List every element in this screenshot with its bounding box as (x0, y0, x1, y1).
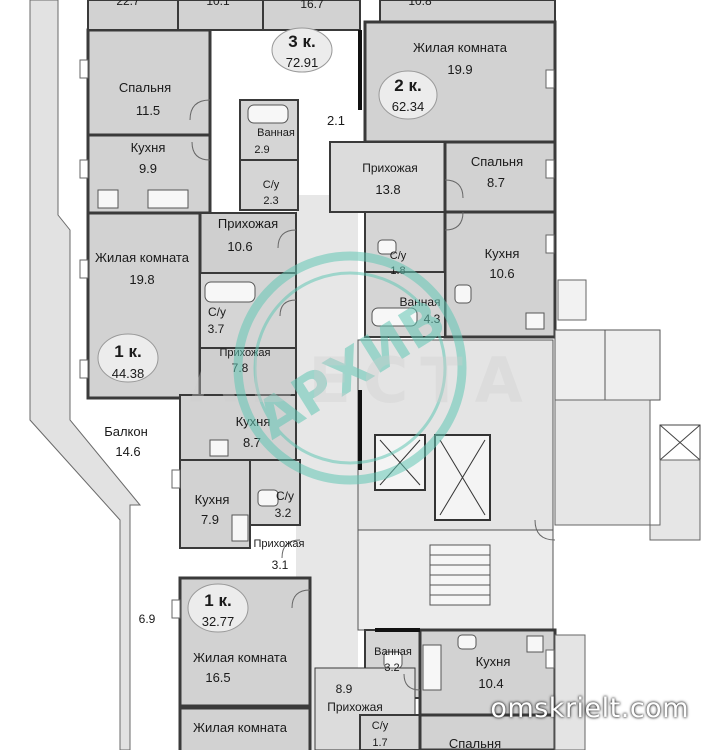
bath-bottom-area: 3.2 (384, 662, 399, 674)
vent-cross-2 (659, 424, 701, 461)
top-a-area: 22.7 (116, 0, 140, 8)
wc-low-area: 3.2 (275, 506, 292, 520)
windows (79, 59, 555, 669)
tech-room (554, 329, 606, 401)
bedroom-left-name: Спальня (119, 80, 171, 95)
wc-right-name: С/у (390, 250, 407, 262)
bath-top-area: 2.9 (254, 144, 269, 156)
wc-top-room (239, 159, 299, 211)
top-d-area: 10.8 (408, 0, 432, 8)
wc-mid-area: 3.7 (208, 322, 225, 336)
kitchen-low-area: 7.9 (201, 512, 219, 527)
watermark-brand: АВЕСТА (189, 344, 534, 417)
top-room-d (379, 0, 556, 23)
hall-bottom-name: Прихожая (327, 700, 383, 714)
badge-apt3-rooms: 3 к. (288, 32, 315, 51)
lift-2-x2 (439, 439, 486, 516)
balcony-bottom-right (554, 634, 586, 750)
small-2-1-area: 2.1 (327, 113, 345, 128)
badge-apt3-area: 72.91 (286, 55, 319, 70)
bedroom-right-room (443, 140, 557, 214)
wc-low-name: С/у (276, 489, 294, 503)
badge-apt3: 3 к. 72.91 (271, 27, 333, 73)
kitchen-right-name: Кухня (485, 246, 520, 261)
wc-top-area: 2.3 (263, 195, 278, 207)
badge-apt1b: 1 к. 32.77 (187, 583, 249, 633)
wc-mid-name: С/у (208, 305, 226, 319)
hall-right-area: 13.8 (375, 182, 400, 197)
kitchen-low-name: Кухня (195, 492, 230, 507)
kitchen-right-area: 10.6 (489, 266, 514, 281)
badge-apt2-area: 62.34 (392, 99, 425, 114)
balcony-area: 14.6 (115, 444, 140, 459)
bedroom-bottom-name: Спальня (449, 736, 501, 750)
hall-right-name: Прихожая (362, 161, 418, 175)
wc-top-name: С/у (263, 179, 280, 191)
kitchen-left-area: 9.9 (139, 161, 157, 176)
living-right-room (363, 20, 557, 144)
tech-room-2 (604, 329, 661, 401)
side-terrace (554, 399, 701, 541)
fixtures (97, 104, 545, 691)
hall-top-name: Прихожая (218, 216, 278, 231)
hall-top-area: 10.6 (227, 239, 252, 254)
balcony-strip (29, 0, 142, 750)
top-b-area: 10.1 (206, 0, 230, 8)
living-left-name: Жилая комната (95, 250, 190, 265)
badge-apt2: 2 к. 62.34 (378, 70, 438, 120)
hall-bottom-area: 8.9 (336, 682, 353, 696)
doors (189, 99, 556, 691)
shaft (557, 279, 587, 321)
badge-apt1a-area: 44.38 (112, 366, 145, 381)
living-bottom-name: Жилая комната (193, 720, 288, 735)
badge-apt1b-rooms: 1 к. (204, 591, 231, 610)
hall-low-name: Прихожая (254, 538, 305, 550)
bedroom-left-area: 11.5 (136, 103, 160, 118)
bedroom-right-area: 8.7 (487, 175, 505, 190)
balcony-name: Балкон (104, 424, 148, 439)
bedroom-right-name: Спальня (471, 154, 523, 169)
side-6-9-area: 6.9 (139, 612, 156, 626)
living-right-area: 19.9 (447, 62, 472, 77)
wc-bottom-area: 1.7 (372, 737, 387, 749)
bath-bottom-name: Ванная (374, 646, 412, 658)
top-room-c (262, 0, 361, 31)
living-bottom-room (178, 706, 312, 750)
badge-apt1a: 1 к. 44.38 (97, 333, 159, 383)
kitchen-left-name: Кухня (131, 140, 166, 155)
living-low-area: 16.5 (205, 670, 230, 685)
kitchen-mid-area: 8.7 (243, 435, 261, 450)
living-right-name: Жилая комната (413, 40, 508, 55)
wc-bottom-name: С/у (372, 720, 389, 732)
stairs (429, 544, 491, 606)
badge-apt1b-area: 32.77 (202, 614, 235, 629)
kitchen-bottom-area: 10.4 (478, 676, 503, 691)
hall-low-area: 3.1 (272, 558, 289, 572)
living-low-name: Жилая комната (193, 650, 288, 665)
hall-right-room (329, 141, 446, 213)
badge-apt1a-rooms: 1 к. (114, 342, 141, 361)
living-left-area: 19.8 (129, 272, 154, 287)
bath-top-name: Ванная (257, 127, 295, 139)
wc-bottom-room (359, 714, 421, 750)
site-watermark: omskrielt.com (490, 693, 689, 724)
badge-apt2-rooms: 2 к. (394, 76, 421, 95)
top-c-area: 16.7 (300, 0, 324, 11)
top-room-b (177, 0, 264, 31)
kitchen-bottom-name: Кухня (476, 654, 511, 669)
